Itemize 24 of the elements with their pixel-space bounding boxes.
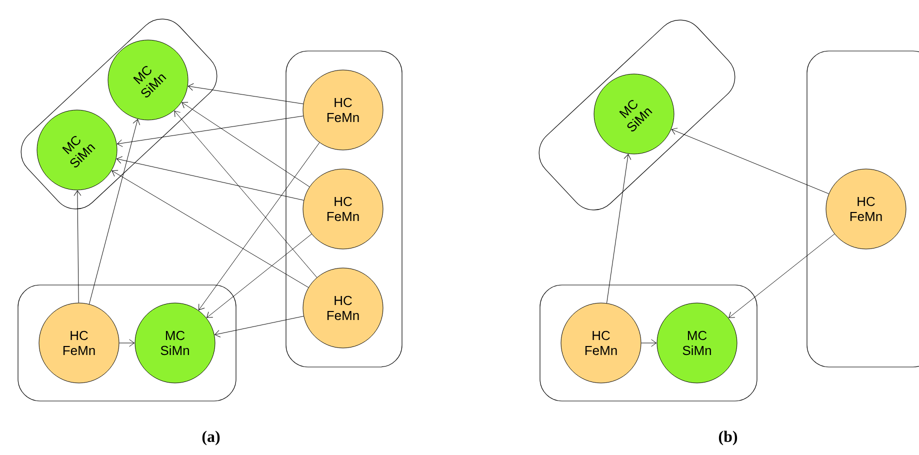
arrow [641,339,657,347]
arrow [728,234,835,318]
arrow [182,102,310,188]
group-box [20,18,218,210]
arrow [198,142,320,310]
arrow [119,339,135,347]
arrow [117,116,304,147]
panel-caption: (a) [202,430,220,446]
group-box [540,284,758,402]
arrow [188,83,304,104]
group-box [538,20,736,210]
group-box [286,50,402,368]
arrow [88,119,140,304]
panel-caption: (b) [718,430,738,446]
arrow [671,128,829,194]
arrow [206,234,312,318]
arrow [116,156,304,201]
group-box [806,50,919,368]
arrow [174,110,318,278]
arrow [74,190,82,303]
group-box [18,284,236,402]
arrow [112,170,309,288]
arrow [606,154,632,304]
arrow [214,316,304,338]
